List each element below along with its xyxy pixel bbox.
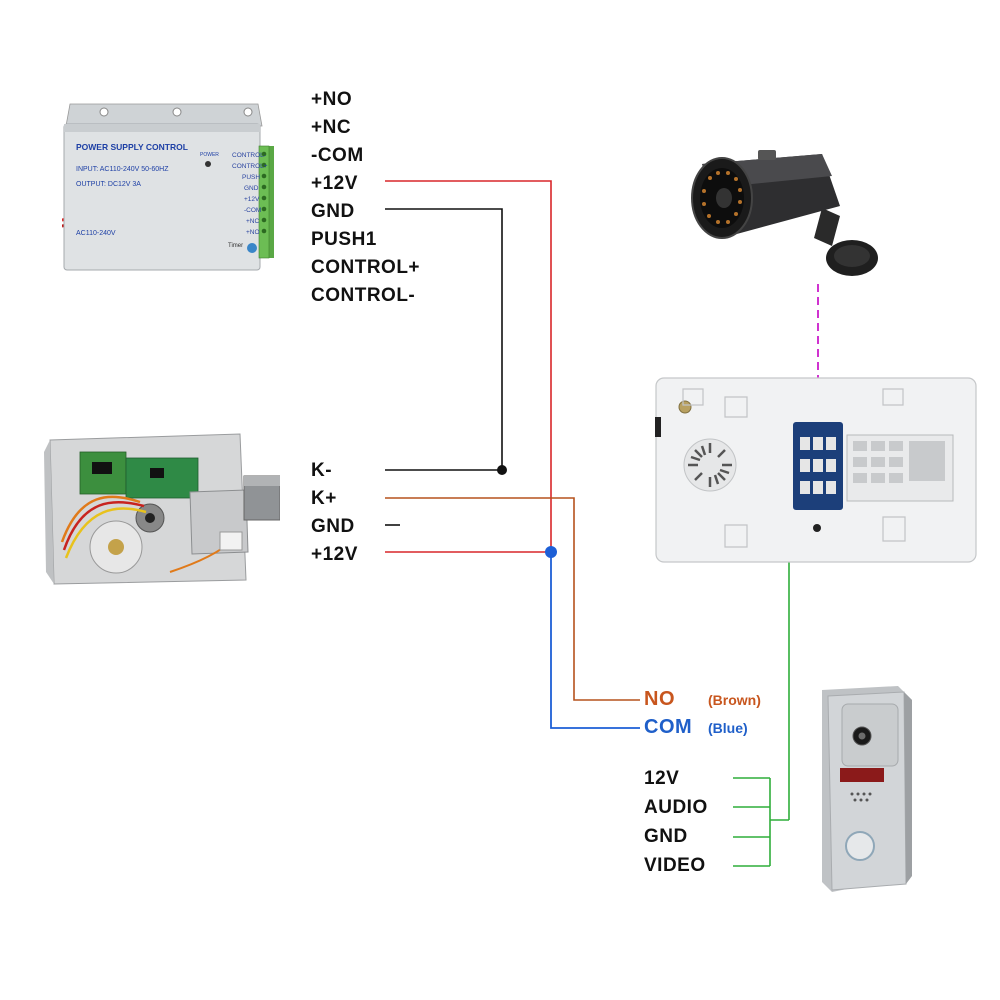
psu-pin-control-plus: CONTROL+	[311, 257, 421, 278]
lock-pin-gnd: GND	[311, 516, 355, 537]
psu-terminal-label: -COM	[244, 207, 262, 214]
lock-pin-12v: +12V	[311, 544, 358, 565]
com-label: COM	[644, 716, 693, 738]
black-gnd-wire	[385, 208, 503, 471]
psu-power-label: POWER	[200, 152, 219, 158]
psu-ac-line: AC110-240V	[76, 230, 116, 237]
psu-pin-com: -COM	[311, 145, 364, 166]
blue-com-wire	[550, 552, 640, 729]
power-supply-unit: POWER SUPPLY CONTROL INPUT: AC110-240V 5…	[61, 98, 274, 273]
psu-pin-12v: +12V	[311, 173, 358, 194]
cctv-camera	[682, 146, 887, 281]
outdoor-door-station	[818, 686, 916, 896]
no-note: (Brown)	[708, 692, 761, 708]
camera-body	[691, 150, 878, 276]
door-pin-12v: 12V	[644, 768, 680, 789]
electric-lock	[40, 432, 281, 587]
lock-pin-k-plus: K+	[311, 488, 337, 509]
brown-no-wire	[385, 497, 640, 701]
green-door-wires	[733, 462, 806, 867]
red-12v-wire	[385, 180, 552, 553]
com-note: (Blue)	[708, 720, 748, 736]
door-station-body	[822, 686, 912, 892]
psu-terminal-label: +NO	[246, 229, 260, 236]
psu-pin-no: +NO	[311, 89, 353, 110]
monitor-body	[655, 377, 977, 563]
power-supply-body	[61, 103, 274, 271]
psu-pin-control-minus: CONTROL-	[311, 285, 416, 306]
psu-timer-label: Timer	[228, 243, 244, 249]
psu-terminal-label: GND	[244, 185, 259, 192]
door-pin-audio: AUDIO	[644, 797, 708, 818]
psu-pin-push1: PUSH1	[311, 229, 377, 250]
psu-output-line: OUTPUT: DC12V 3A	[76, 181, 141, 188]
door-pin-gnd: GND	[644, 826, 688, 847]
psu-terminal-label: CONTROL-	[232, 152, 266, 159]
psu-pin-nc: +NC	[311, 117, 352, 138]
electric-lock-body	[44, 433, 281, 585]
psu-terminal-label: +12V	[244, 196, 260, 203]
lock-pin-k-minus: K-	[311, 460, 333, 481]
psu-input-line: INPUT: AC110-240V 50-60HZ	[76, 166, 169, 173]
psu-terminal-label: CONTROL+	[232, 163, 268, 170]
psu-terminal-label: +NC	[246, 218, 260, 225]
gnd-junction-dot	[497, 465, 507, 475]
psu-pin-gnd: GND	[311, 201, 355, 222]
psu-title: POWER SUPPLY CONTROL	[76, 142, 188, 152]
no-label: NO	[644, 688, 675, 710]
com-junction-dot	[545, 546, 557, 558]
psu-terminal-label: PUSH	[242, 174, 261, 181]
door-pin-video: VIDEO	[644, 855, 706, 876]
indoor-monitor-rear	[655, 377, 977, 563]
